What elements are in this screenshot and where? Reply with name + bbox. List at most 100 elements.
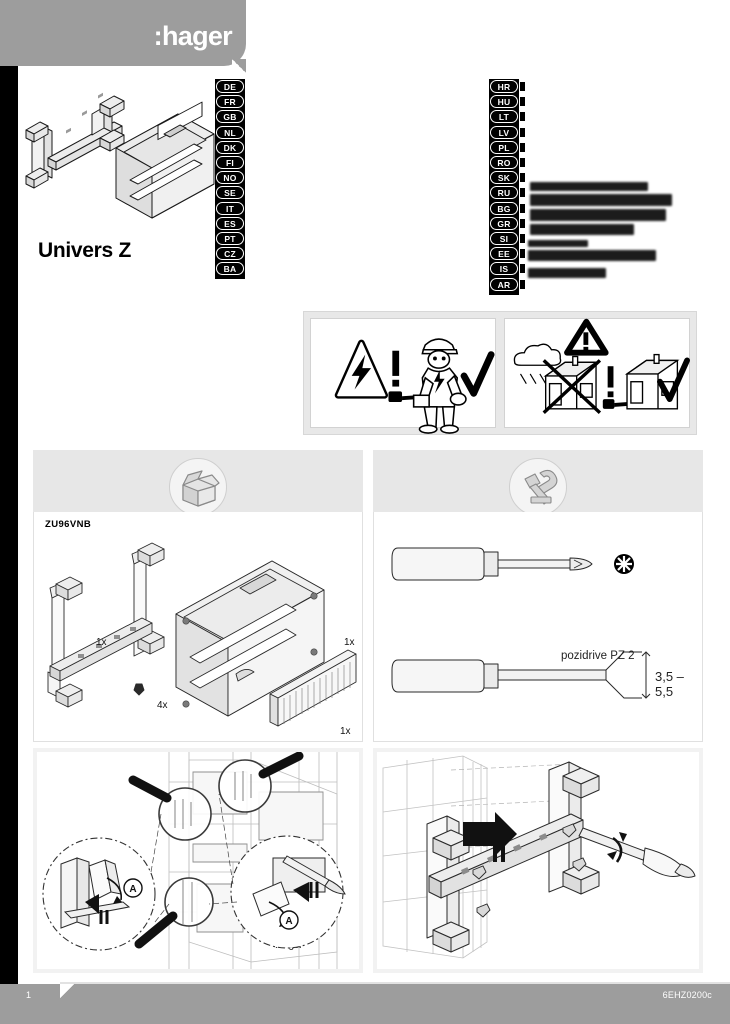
- language-row: DE: [216, 79, 251, 94]
- language-tick: [520, 158, 525, 168]
- language-code-gr: GR: [490, 216, 518, 230]
- language-code-hr: HR: [490, 80, 518, 94]
- language-code-fi: FI: [216, 156, 244, 170]
- language-code-se: SE: [216, 186, 244, 200]
- panel-header-tools: [373, 450, 703, 516]
- language-row: NL: [216, 125, 251, 140]
- product-title: Univers Z: [38, 239, 131, 262]
- language-row: CZ: [216, 246, 251, 261]
- product-code-label: ZU96VNB: [45, 519, 92, 530]
- callout-badge-A: A: [279, 910, 299, 930]
- language-row: SK: [490, 170, 525, 185]
- language-tick: [520, 203, 525, 213]
- pozidrive-head-icon: [614, 554, 634, 574]
- language-code-ru: RU: [490, 186, 518, 200]
- language-code-pl: PL: [490, 140, 518, 154]
- step-left-illustration: :hager: [37, 752, 359, 969]
- language-row: FI: [216, 155, 251, 170]
- page-number: 1: [26, 990, 32, 1000]
- language-code-no: NO: [216, 171, 244, 185]
- language-code-bg: BG: [490, 201, 518, 215]
- qty-screws: 4x: [157, 700, 168, 711]
- pointing-hand-icon: [602, 399, 628, 409]
- language-code-cz: CZ: [216, 247, 244, 261]
- panel-step-rail-fixing: [373, 748, 703, 973]
- header-bar: :hager: [0, 0, 246, 66]
- language-row: PT: [216, 231, 251, 246]
- exclamation-mark-icon: [607, 366, 614, 398]
- language-code-gb: GB: [216, 110, 244, 124]
- qty-rail: 1x: [96, 637, 107, 648]
- language-row: IT: [216, 201, 251, 216]
- electrical-hazard-icon: [334, 339, 388, 399]
- page-left-edge: [0, 0, 18, 1024]
- language-row: GR: [490, 216, 525, 231]
- foreign-script-text-block: [528, 180, 688, 280]
- qty-comb: 1x: [340, 726, 351, 737]
- language-code-it: IT: [216, 201, 244, 215]
- language-code-ba: BA: [216, 262, 244, 276]
- svg-text:A: A: [285, 916, 292, 927]
- language-row: HU: [490, 94, 525, 109]
- language-row: AR: [490, 276, 525, 291]
- language-tick: [520, 173, 525, 183]
- language-tick: [520, 233, 525, 243]
- language-row: ES: [216, 216, 251, 231]
- language-tick: [520, 127, 525, 137]
- language-code-de: DE: [216, 80, 244, 94]
- panel-body-contents: ZU96VNB: [33, 512, 363, 742]
- panel-step-clip-detail: :hager: [33, 748, 363, 973]
- safety-pictogram-box: [303, 311, 697, 435]
- language-tick: [520, 264, 525, 274]
- callout-left: A: [42, 837, 156, 951]
- language-code-is: IS: [490, 262, 518, 276]
- language-code-pt: PT: [216, 231, 244, 245]
- panel-body-step-right: [373, 748, 703, 973]
- language-code-dk: DK: [216, 140, 244, 154]
- callout-right: A: [230, 835, 346, 949]
- qty-cover: 1x: [344, 637, 355, 648]
- language-row: NO: [216, 170, 251, 185]
- tool-label-pozidrive: pozidrive PZ 2: [561, 650, 635, 662]
- language-code-es: ES: [216, 216, 244, 230]
- electrician-figure: [412, 338, 467, 434]
- checkmark-icon: [460, 351, 495, 397]
- callout-badge-A: A: [123, 878, 143, 898]
- language-code-ar: AR: [490, 277, 518, 291]
- checkmark-icon: [657, 357, 690, 403]
- language-row: IS: [490, 261, 525, 276]
- panel-body-step-left: :hager: [33, 748, 363, 973]
- language-row: GB: [216, 109, 251, 124]
- language-row: SI: [490, 231, 525, 246]
- language-code-lt: LT: [490, 110, 518, 124]
- safety-cell-electrical: [310, 318, 496, 434]
- exclamation-mark-icon: [392, 350, 400, 387]
- language-row: BA: [216, 261, 251, 276]
- footer-corner-notch: [60, 984, 74, 998]
- svg-text:A: A: [129, 884, 136, 895]
- language-tick: [520, 249, 525, 259]
- panel-required-tools: pozidrive PZ 2 3,5 – 5,5: [373, 450, 703, 742]
- language-row: DK: [216, 140, 251, 155]
- general-warning-icon: [564, 318, 609, 356]
- language-tick: [520, 97, 525, 107]
- language-code-ro: RO: [490, 156, 518, 170]
- language-code-ee: EE: [490, 247, 518, 261]
- document-code: 6EHZ0200c: [662, 990, 712, 1000]
- language-row: SE: [216, 185, 251, 200]
- language-code-lv: LV: [490, 125, 518, 139]
- language-tick: [520, 188, 525, 198]
- hammer-wrench-icon: [509, 458, 567, 516]
- language-row: RU: [490, 185, 525, 200]
- safety-cell-indoor: [504, 318, 690, 428]
- language-tick: [520, 279, 525, 289]
- language-row: PL: [490, 140, 525, 155]
- panel-header-contents: [33, 450, 363, 516]
- language-code-sk: SK: [490, 171, 518, 185]
- open-box-icon: [169, 458, 227, 516]
- language-tick: [520, 82, 525, 92]
- step-right-illustration: [377, 752, 699, 969]
- language-tick: [520, 142, 525, 152]
